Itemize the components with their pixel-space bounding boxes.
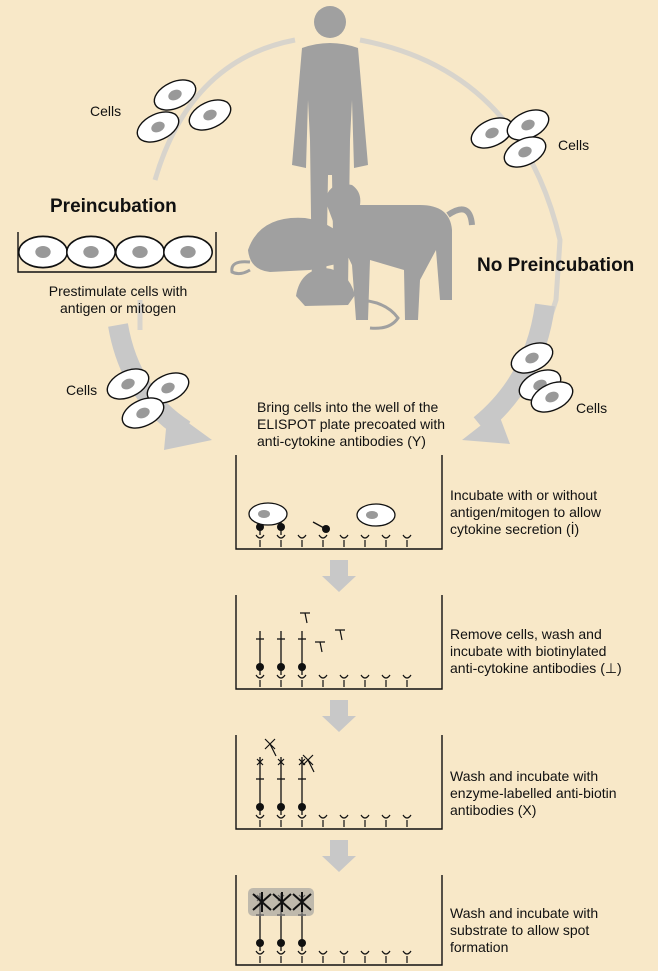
step-down-arrow-2 xyxy=(322,700,356,732)
left-flow-arrowhead xyxy=(164,408,212,450)
step-1-line-2: ELISPOT plate precoated with xyxy=(257,416,446,432)
prestimulate-line-2: antigen or mitogen xyxy=(60,300,176,316)
step-5-text: Wash and incubate with substrate to allo… xyxy=(450,905,598,956)
elispot-wells xyxy=(235,455,443,966)
prestimulate-label: Prestimulate cells with antigen or mitog… xyxy=(38,283,198,317)
elispot-well-3 xyxy=(235,735,443,830)
step-1-line-1: Bring cells into the well of the xyxy=(257,399,439,415)
preincubation-heading: Preincubation xyxy=(50,196,177,217)
step-4-line-3: antibodies xyxy=(450,802,514,818)
cells-label-top-left: Cells xyxy=(90,103,122,119)
step-4-line-1: Wash and incubate with xyxy=(450,768,599,784)
step-2-line-1: Incubate with or without xyxy=(450,487,598,503)
preincubation-tube xyxy=(17,232,217,273)
step-3-line-1: Remove cells, wash and xyxy=(450,626,602,642)
no-preincubation-heading: No Preincubation xyxy=(477,255,635,276)
cytokine-symbol: (İ) xyxy=(565,521,580,537)
prestimulate-line-1: Prestimulate cells with xyxy=(48,283,188,299)
capture-antibody-symbol: (Y) xyxy=(407,433,426,449)
elispot-well-2 xyxy=(235,595,443,690)
elispot-well-4 xyxy=(235,875,443,966)
step-2-line-3: cytokine secretion xyxy=(450,521,563,537)
rat-silhouette xyxy=(230,217,355,276)
elispot-well-1 xyxy=(235,455,443,550)
cells-label-mid-left: Cells xyxy=(66,382,98,398)
monkey-silhouette xyxy=(325,184,475,320)
enzyme-antibody-symbol: (X) xyxy=(517,802,537,818)
step-5-line-3: formation xyxy=(450,939,509,955)
step-2-line-2: antigen/mitogen to allow xyxy=(450,504,601,520)
step-4-line-2: enzyme-labelled anti-biotin xyxy=(450,785,617,801)
step-3-text: Remove cells, wash and incubate with bio… xyxy=(450,626,622,677)
step-1-text: Bring cells into the well of the ELISPOT… xyxy=(257,399,445,450)
step-4-text: Wash and incubate with enzyme-labelled a… xyxy=(450,768,617,819)
step-2-text: Incubate with or without antigen/mitogen… xyxy=(450,487,601,538)
step-5-line-1: Wash and incubate with xyxy=(450,905,599,921)
step-5-line-2: substrate to allow spot xyxy=(450,922,590,938)
right-flow-arrowhead xyxy=(462,412,510,444)
cells-top-right xyxy=(465,103,555,174)
step-1-line-3: anti-cytokine antibodies xyxy=(257,433,404,449)
cells-label-top-right: Cells xyxy=(558,137,590,153)
step-3-line-3: anti-cytokine antibodies xyxy=(450,660,597,676)
step-3-line-2: incubate with biotinylated xyxy=(450,643,607,659)
human-silhouette xyxy=(292,6,368,292)
biotinylated-antibody-symbol: (⊥) xyxy=(600,660,622,676)
step-arrows xyxy=(322,560,356,872)
cells-label-mid-right: Cells xyxy=(576,400,608,416)
step-down-arrow-3 xyxy=(322,840,356,872)
mouse-silhouette xyxy=(296,268,400,330)
step-down-arrow-1 xyxy=(322,560,356,592)
